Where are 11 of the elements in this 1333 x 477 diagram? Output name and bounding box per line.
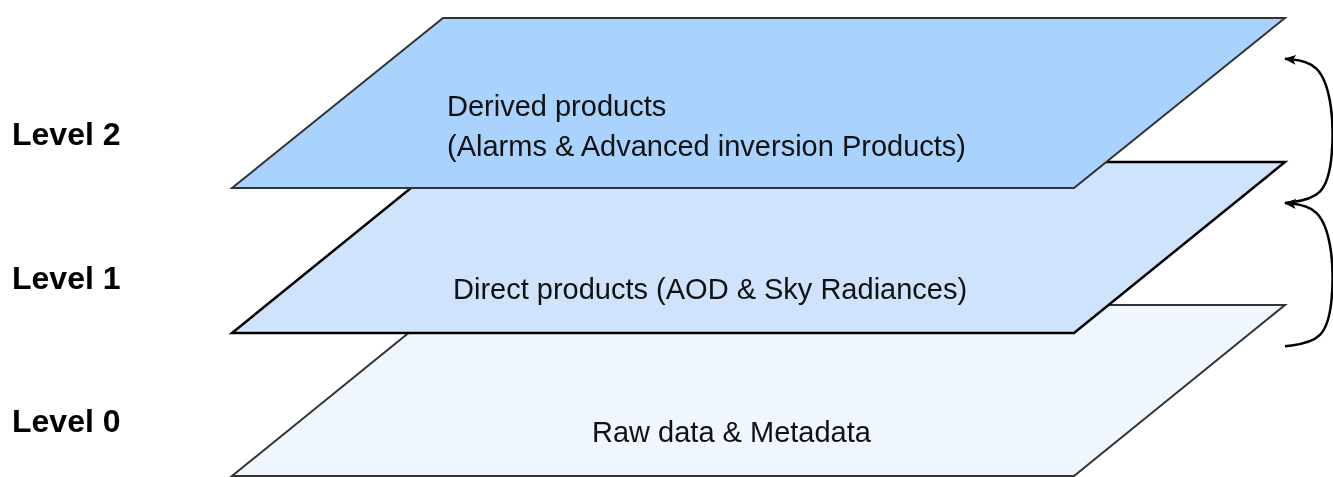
level-label: Level 0 [12,405,121,437]
curved-arrow [1284,54,1333,205]
level-label: Level 2 [12,118,121,150]
layer-text: Direct products (AOD & Sky Radiances) [453,275,968,304]
layer-text: Derived products [447,92,667,121]
layer-text: (Alarms & Advanced inversion Products) [447,132,966,161]
curved-arrow [1284,199,1333,348]
level-label: Level 1 [12,262,121,294]
layer-plane [232,18,1285,188]
layer-text: Raw data & Metadata [592,418,871,447]
layer-plane [232,305,1285,477]
